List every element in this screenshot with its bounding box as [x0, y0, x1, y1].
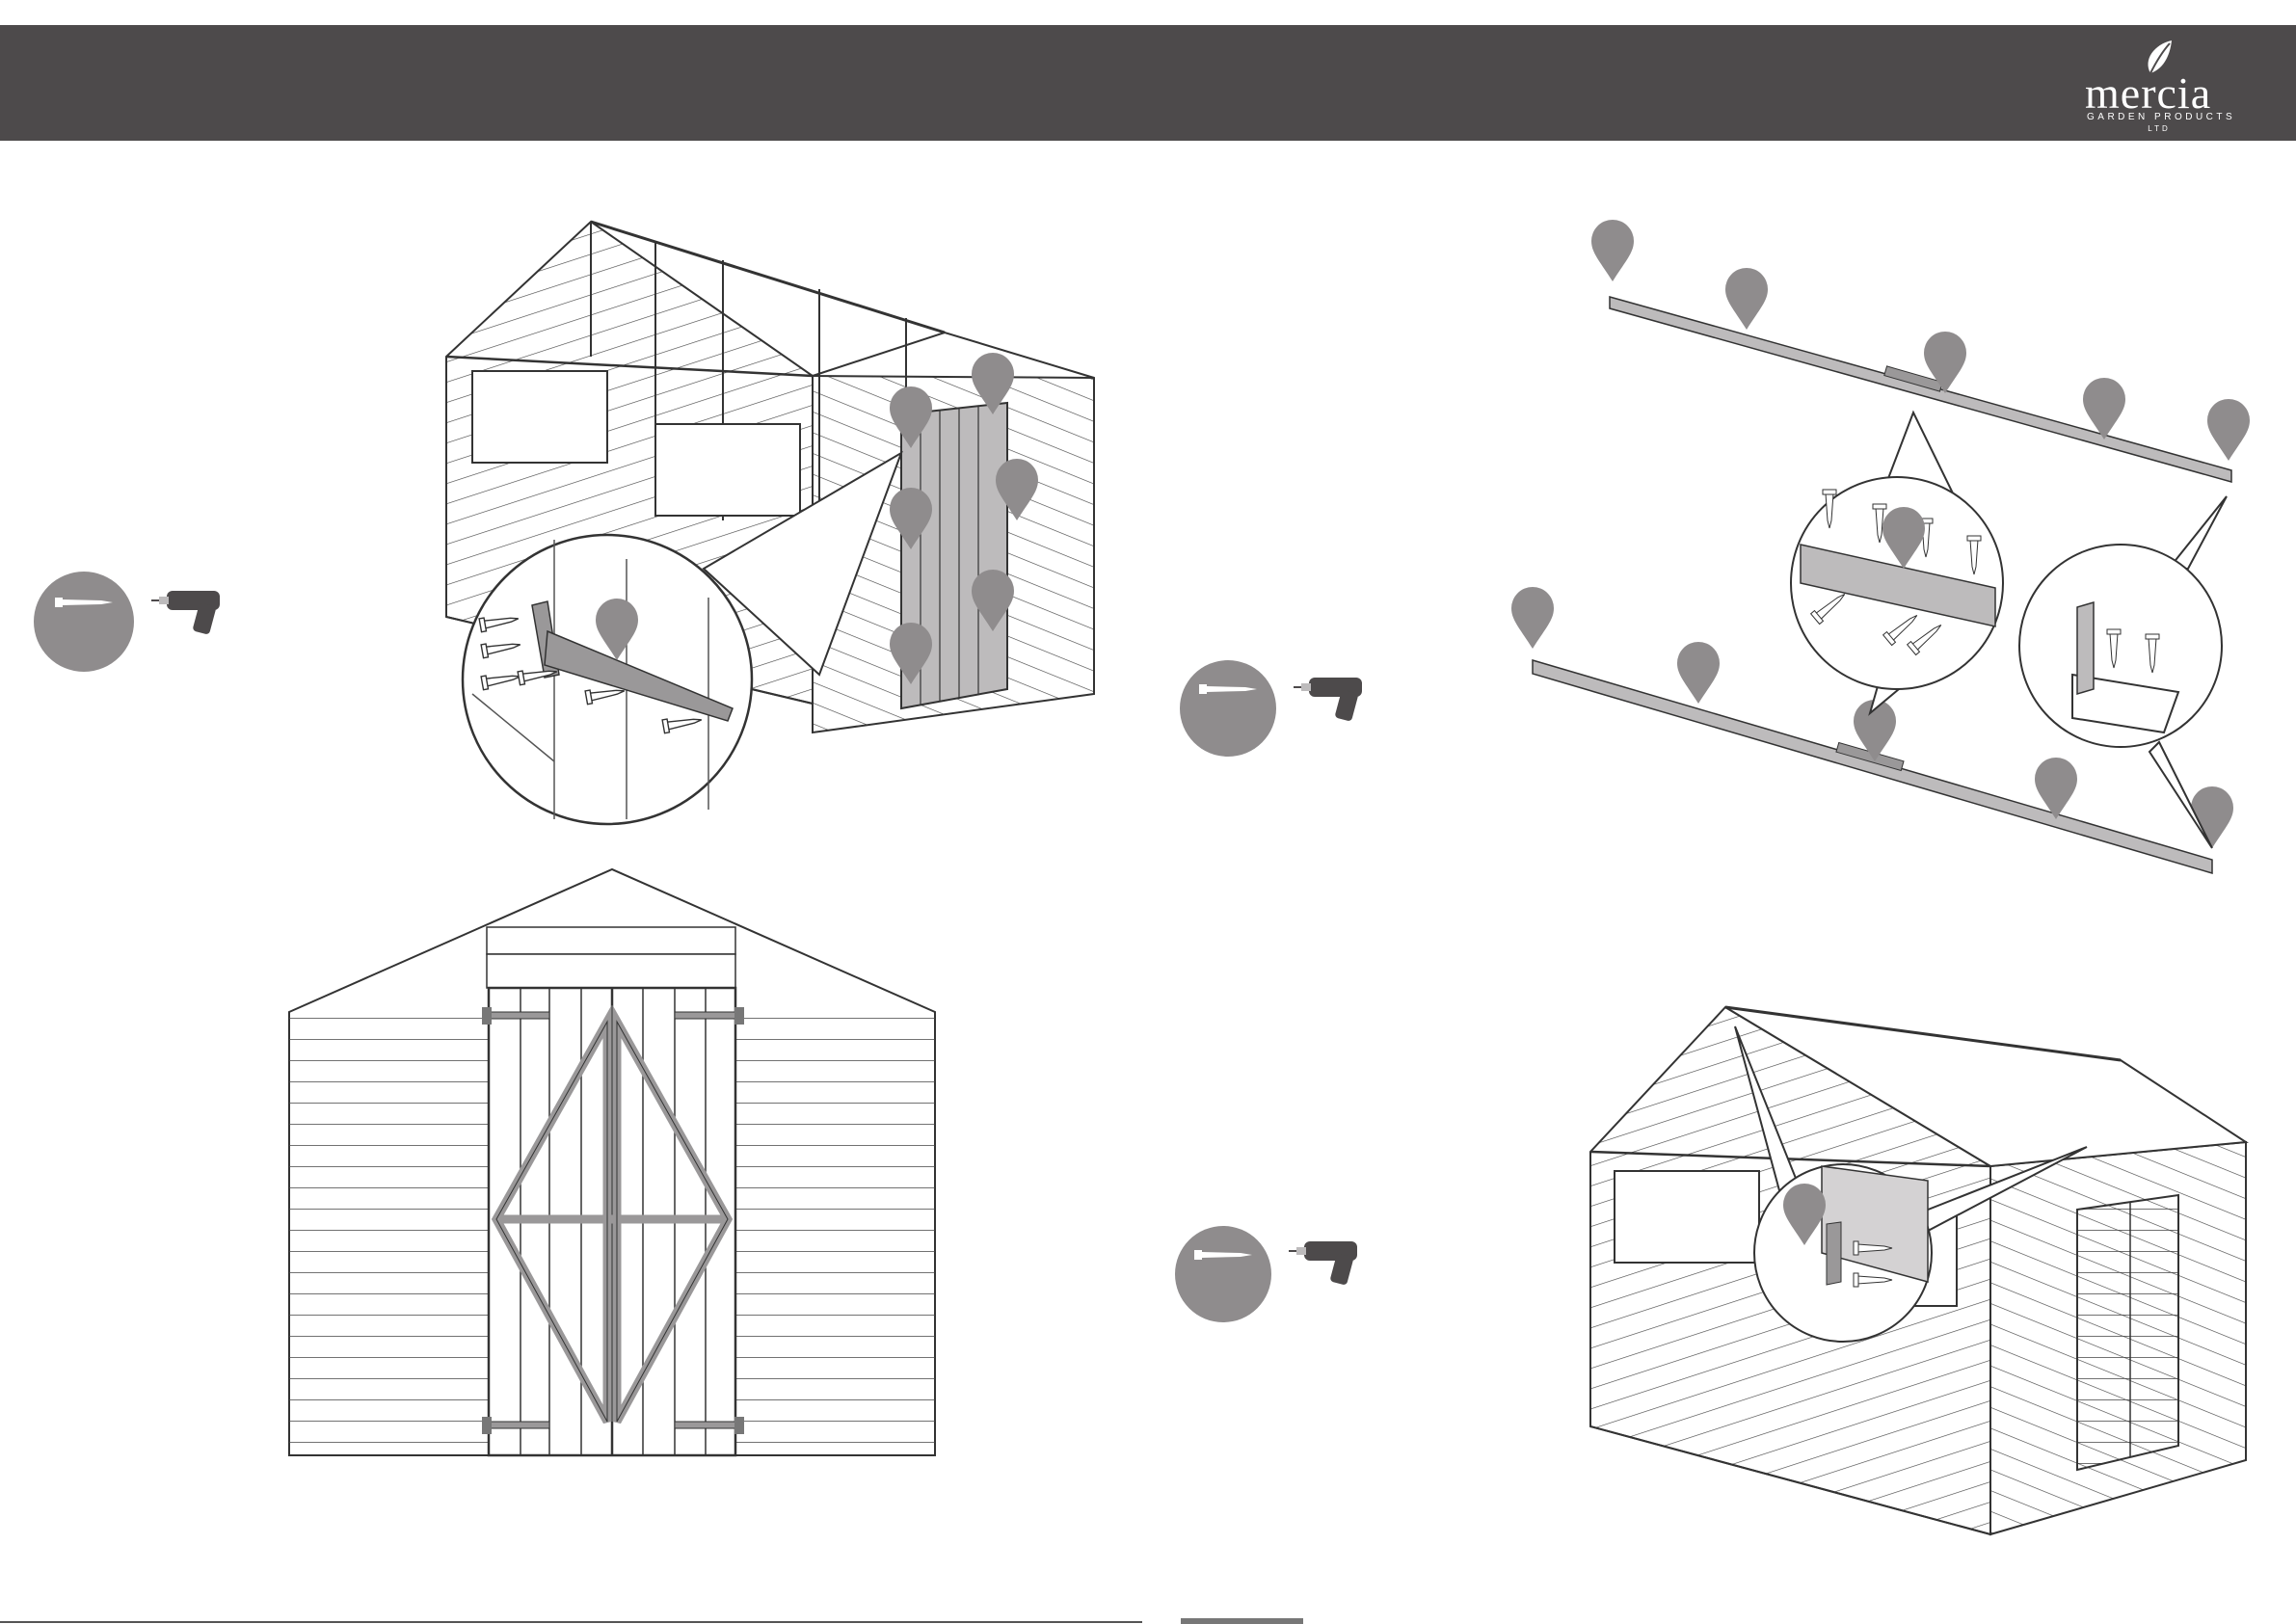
- tool-badge-1: [34, 564, 236, 675]
- drill-icon: [151, 591, 220, 635]
- tool-badge-3: [1173, 1216, 1375, 1327]
- shed-illustration-door-hinges: [446, 222, 1094, 824]
- footer-rule: [0, 1621, 1142, 1623]
- shed-illustration-roof-brackets: [1590, 1007, 2246, 1534]
- shed-front-elevation: [289, 869, 935, 1455]
- tool-badge-2: [1178, 651, 1380, 761]
- footer-mark: [1265, 1618, 1303, 1624]
- ridge-beam-assembly: [1511, 220, 2250, 873]
- footer-mark: [1181, 1618, 1272, 1624]
